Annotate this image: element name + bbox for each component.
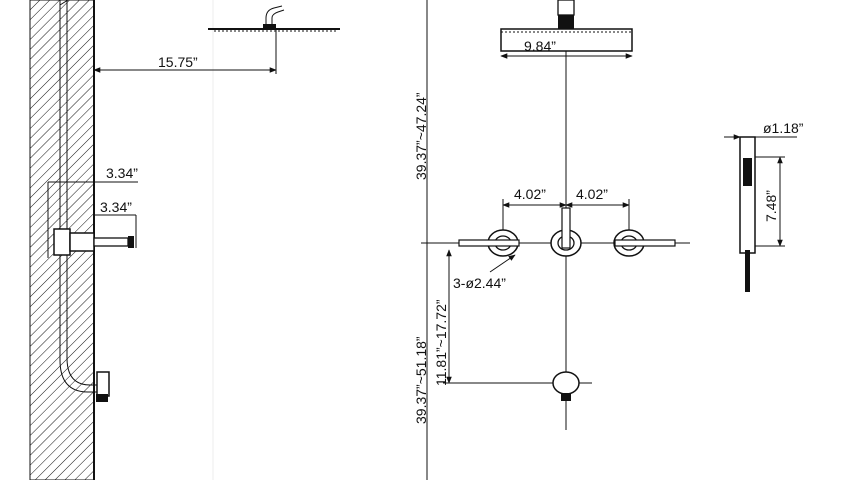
valve-right <box>613 229 676 257</box>
dim-head-width: 9.84” <box>524 38 556 54</box>
rain-head-side-view <box>208 5 340 32</box>
valve-left <box>458 229 520 257</box>
bottom-outlet <box>96 371 110 397</box>
riser-pipe <box>59 0 100 393</box>
dim-head-height-range: 39.37”~47.24” <box>413 92 429 180</box>
dim-valve-spacing-left: 4.02” <box>514 186 546 202</box>
front-view: 9.84” 39.37”~47.24” 4.02” 4.02” <box>413 0 690 480</box>
dim-lower-range-a: 11.81”~17.72” <box>433 299 449 386</box>
dim-valve-spacing-right: 4.02” <box>576 186 608 202</box>
dim-handshower-diameter: ø1.18” <box>763 120 804 136</box>
diverter-handle <box>93 237 129 247</box>
hand-shower-view: ø1.18” 7.48” <box>724 120 804 292</box>
valve-center <box>550 207 582 257</box>
dim-handshower-length: 7.48” <box>763 190 779 222</box>
dim-offset-bottom: 3.34” <box>100 199 132 215</box>
dim-arm-length: 15.75” <box>158 54 198 70</box>
dim-lower-range-b: 39.37”~51.18” <box>413 336 429 424</box>
dim-offset-top: 3.34” <box>106 165 138 181</box>
dim-valve-diameter: 3-ø2.44” <box>453 275 506 291</box>
outlet-front <box>552 371 580 401</box>
side-view: 15.75” 3.34” 3.34” <box>29 0 277 480</box>
hand-shower-body <box>739 136 756 254</box>
diverter-body <box>53 228 71 256</box>
